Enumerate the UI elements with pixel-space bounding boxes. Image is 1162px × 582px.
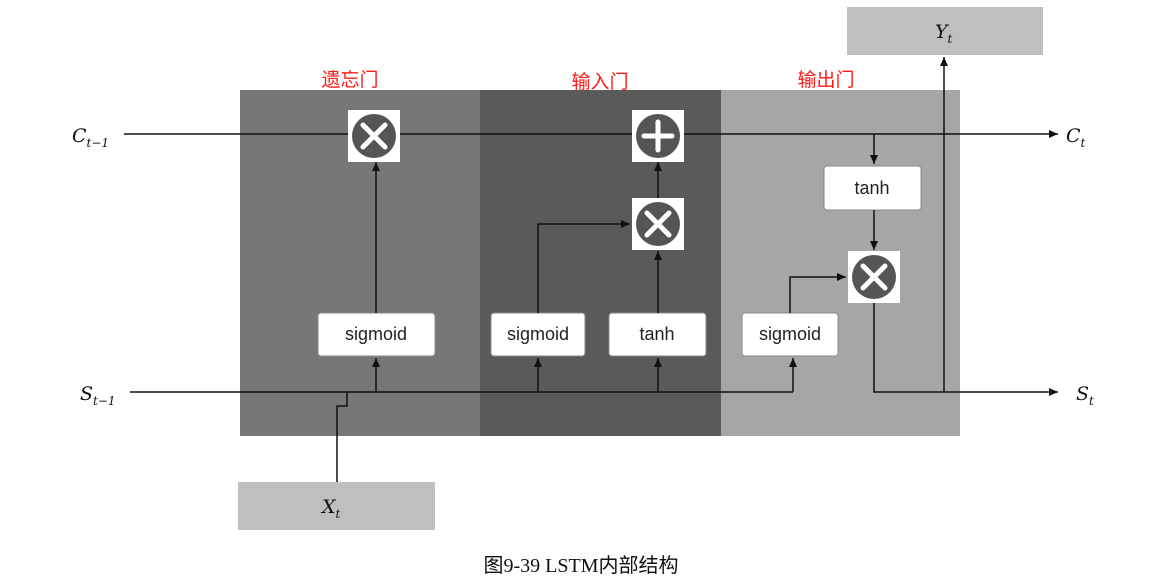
y-output-box <box>847 7 1043 55</box>
c-out-label: Ct <box>1066 125 1086 150</box>
s-prev-label: St−1 <box>80 383 116 408</box>
x-connector <box>336 392 348 482</box>
s-out-label: St <box>1076 383 1094 408</box>
figure-caption: 图9-39 LSTM内部结构 <box>484 554 679 577</box>
hidden-state-output-line <box>873 303 1058 396</box>
input-sigmoid-to-mul <box>537 220 630 313</box>
output-gate-panel <box>721 90 960 436</box>
output-gate-label: 输出门 <box>797 69 854 91</box>
input-gate-panel <box>480 90 721 436</box>
input-tanh-label: tanh <box>639 324 674 344</box>
input-sigmoid-label: sigmoid <box>507 324 569 344</box>
y-output-label: Yt <box>935 21 953 46</box>
c-prev-label: Ct−1 <box>72 125 109 150</box>
input-gate-label: 输入门 <box>571 71 628 93</box>
x-input-box <box>238 482 435 530</box>
input-multiply-icon <box>632 198 684 250</box>
forget-sigmoid-label: sigmoid <box>345 324 407 344</box>
input-plus-icon <box>632 110 684 162</box>
x-input-label: Xt <box>320 496 341 521</box>
forget-gate-label: 遗忘门 <box>321 69 378 91</box>
output-tanh-label: tanh <box>854 178 889 198</box>
output-sigmoid-label: sigmoid <box>759 324 821 344</box>
output-tanh-box <box>823 165 922 211</box>
output-sigmoid-to-mul <box>789 273 846 313</box>
forget-multiply-icon <box>348 110 400 162</box>
output-multiply-icon <box>848 251 900 303</box>
